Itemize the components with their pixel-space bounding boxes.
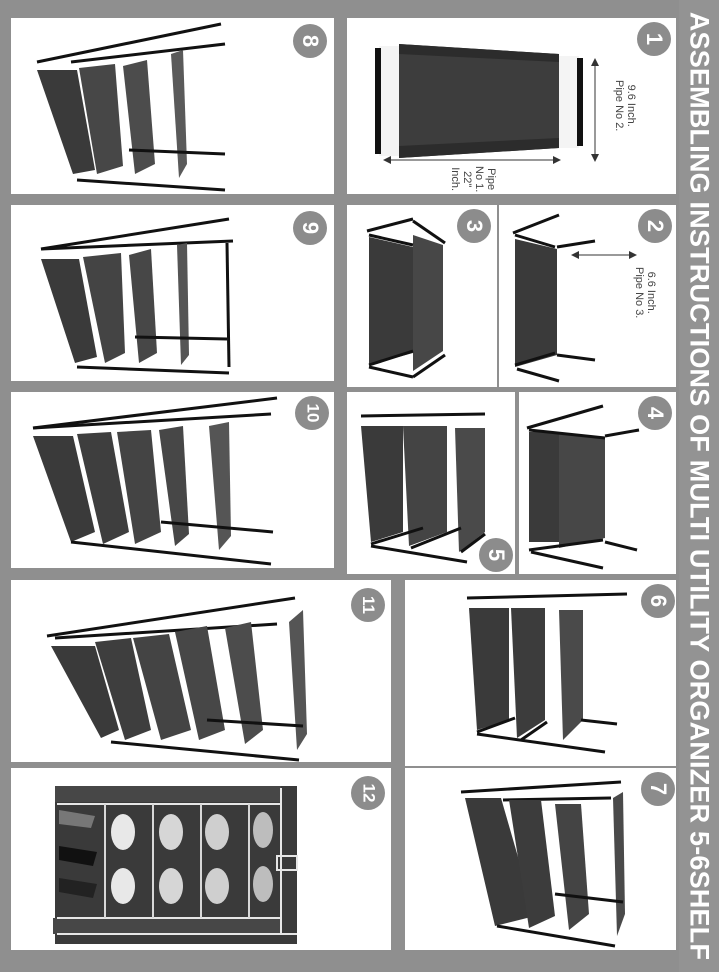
step-4-illustration: [526, 404, 640, 570]
step-3-illustration: [366, 217, 446, 379]
step-7-badge: 7: [641, 772, 675, 806]
step-6-badge: 6: [641, 584, 675, 618]
step-12-panel: 12: [11, 768, 391, 950]
step-5-panel: 5: [347, 392, 515, 574]
step-12-badge: 12: [351, 776, 385, 810]
step-5-badge: 5: [479, 538, 513, 572]
pipe-3-label: 6.6 Inch. Pipe No 3.: [633, 267, 657, 319]
step-7-panel: 7: [405, 768, 676, 950]
step-2-illustration: [512, 213, 637, 383]
step-10-badge: 10: [295, 396, 329, 430]
step-4-panel: 4: [519, 392, 676, 574]
step-9-badge: 9: [293, 211, 327, 245]
step-11-illustration: [46, 596, 307, 762]
step-9-panel: 9: [11, 205, 334, 381]
step-6-illustration: [466, 592, 628, 754]
step-11-panel: 11: [11, 580, 391, 762]
step-5-illustration: [360, 412, 486, 564]
step-2-badge: 2: [638, 209, 672, 243]
step-10-illustration: [32, 396, 278, 566]
step-1-badge: 1: [637, 22, 671, 56]
step-8-badge: 8: [293, 24, 327, 58]
pipe-1-label: Pipe No 1. 22" Inch.: [449, 166, 497, 193]
step-7-illustration: [460, 780, 625, 948]
step-11-badge: 11: [351, 588, 385, 622]
step-8-illustration: [36, 22, 226, 192]
title-strip: [679, 0, 719, 972]
step-10-panel: 10: [11, 392, 334, 568]
document-title: ASSEMBLING INSTRUCTIONS OF MULTI UTILITY…: [684, 11, 715, 961]
step-6-panel: 6: [405, 580, 676, 766]
step-3-badge: 3: [457, 209, 491, 243]
fabric-panel-with-pipes-illustration: [375, 44, 599, 164]
step-9-illustration: [40, 217, 234, 375]
step-8-panel: 8: [11, 18, 334, 194]
step-3-panel: 3: [347, 205, 497, 387]
step-1-panel: 9.6 Inch. Pipe No 2. Pipe No 1. 22" Inch…: [347, 18, 676, 194]
pipe-2-label: 9.6 Inch. Pipe No 2.: [613, 80, 637, 132]
step-4-badge: 4: [638, 396, 672, 430]
assembled-organizer-illustration: [53, 786, 298, 944]
step-2-panel: 6.6 Inch. Pipe No 3. 2: [499, 205, 676, 387]
